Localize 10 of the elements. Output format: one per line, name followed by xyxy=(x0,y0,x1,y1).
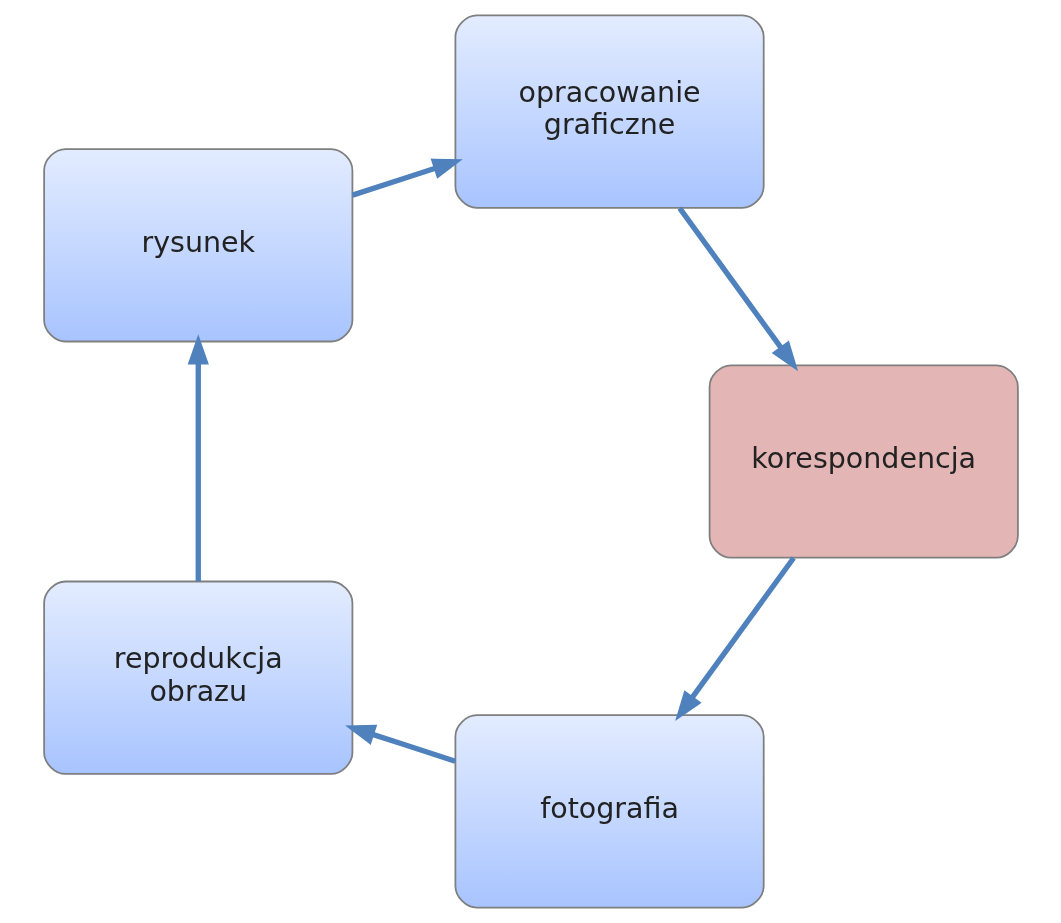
arrow xyxy=(677,206,798,372)
arrow xyxy=(674,556,796,722)
arrow xyxy=(344,724,456,764)
arrow xyxy=(351,158,463,198)
node-box: reprodukcja obrazu xyxy=(42,580,353,775)
arrow xyxy=(187,334,209,582)
node-box: opracowanie graficzne xyxy=(454,14,765,209)
node-box: korespondencja xyxy=(708,364,1019,559)
node-box: fotografia xyxy=(454,714,765,909)
node-box: rysunek xyxy=(42,148,353,343)
